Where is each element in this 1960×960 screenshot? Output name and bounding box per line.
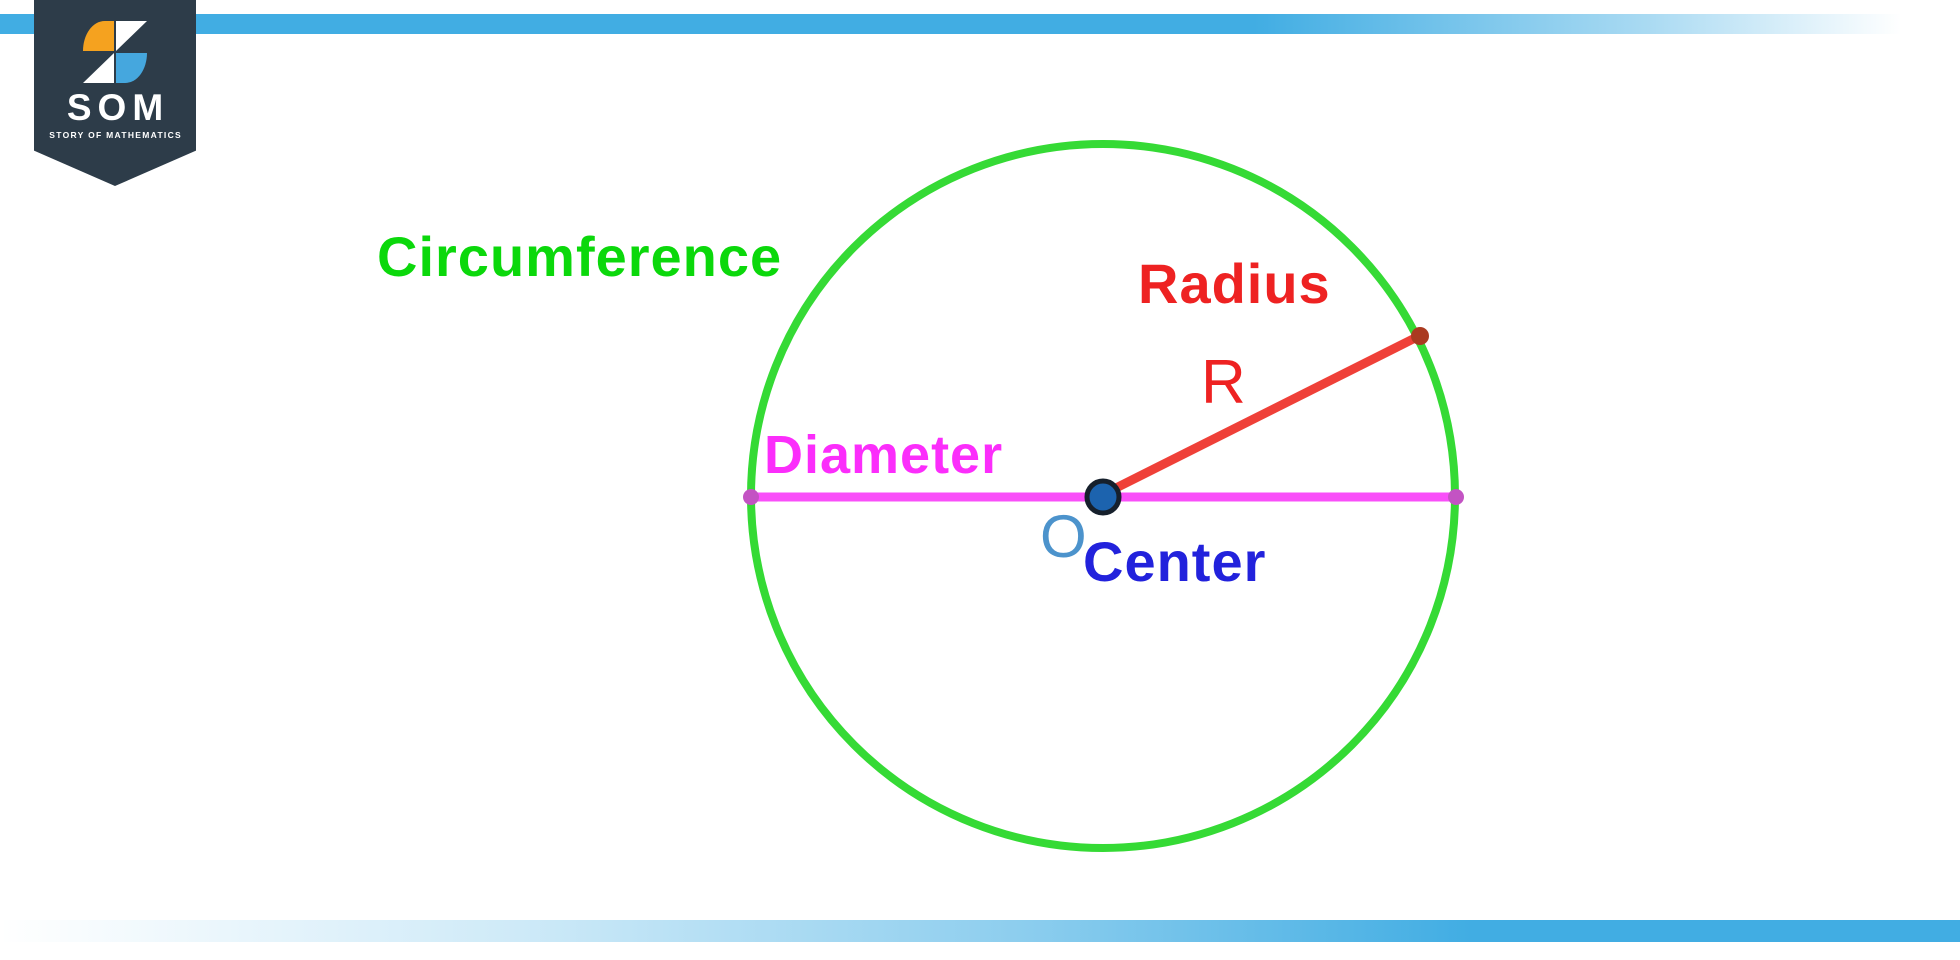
som-logo-badge: SOM STORY OF MATHEMATICS bbox=[34, 0, 196, 186]
pinwheel-blue-quarter bbox=[116, 53, 147, 83]
origin-symbol-label: O bbox=[1040, 503, 1087, 570]
diameter-right-endpoint bbox=[1448, 489, 1464, 505]
circumference-label: Circumference bbox=[377, 225, 783, 288]
radius-symbol-label: R bbox=[1201, 348, 1246, 417]
som-pinwheel-icon bbox=[83, 21, 147, 83]
logo-tagline: STORY OF MATHEMATICS bbox=[49, 130, 183, 140]
pinwheel-orange-quarter bbox=[83, 21, 114, 51]
logo-acronym: SOM bbox=[66, 87, 170, 128]
center-dot bbox=[1084, 478, 1122, 516]
radius-endpoint bbox=[1411, 327, 1429, 345]
diameter-label: Diameter bbox=[764, 425, 1004, 485]
pinwheel-white-triangle-bottom bbox=[83, 53, 114, 83]
top-accent-bar bbox=[0, 14, 1960, 34]
pinwheel-white-triangle-top bbox=[116, 21, 147, 51]
radius-label: Radius bbox=[1138, 252, 1331, 315]
diameter-left-endpoint bbox=[743, 489, 759, 505]
center-label: Center bbox=[1083, 530, 1267, 593]
radius-line bbox=[1101, 331, 1422, 499]
bottom-accent-bar bbox=[0, 920, 1960, 942]
